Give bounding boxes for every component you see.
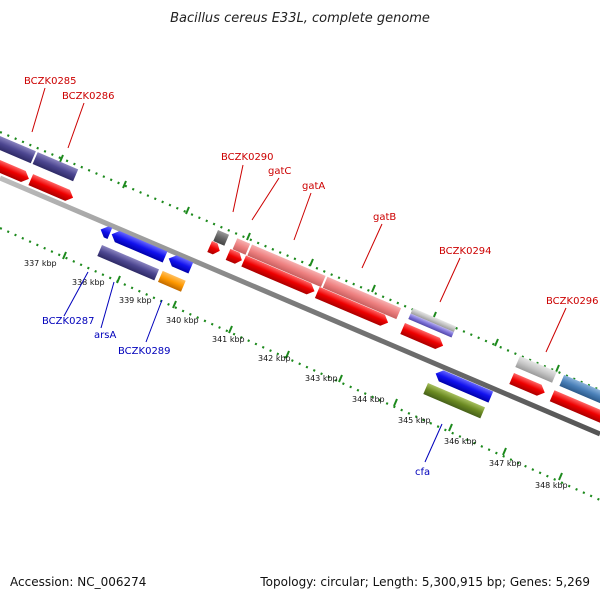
tick-label-340: 340 kbp xyxy=(166,316,199,325)
gene-arrow-blue-4[interactable] xyxy=(433,368,494,403)
map-title: Bacillus cereus E33L, complete genome xyxy=(170,11,430,26)
footer-accession: Accession: NC_006274 xyxy=(10,575,146,589)
gene-gatA[interactable] xyxy=(247,244,326,287)
gene-arrow-red-1[interactable] xyxy=(0,158,31,184)
tick-label-347: 347 kbp xyxy=(489,459,522,468)
tick-label-345: 345 kbp xyxy=(398,416,431,425)
label-gatB[interactable]: gatB xyxy=(373,212,396,223)
gene-cfa[interactable] xyxy=(423,383,486,419)
label-BCZK0287[interactable]: BCZK0287 xyxy=(42,316,95,327)
tick-label-341: 341 kbp xyxy=(212,335,245,344)
gene-BCZK0294-sub[interactable] xyxy=(408,313,454,338)
gene-arrow-red-3[interactable] xyxy=(207,241,222,256)
gene-BCZK0297[interactable] xyxy=(559,374,600,410)
label-gatC[interactable]: gatC xyxy=(268,166,291,177)
tick-labels: 337 kbp 338 kbp 339 kbp 340 kbp 341 kbp … xyxy=(24,259,568,490)
gene-arrow-red-5[interactable] xyxy=(241,255,317,297)
gene-labels-bottom: BCZK0287 arsA BCZK0289 cfa xyxy=(42,316,430,478)
genome-backbone xyxy=(0,175,600,437)
gene-BCZK0290[interactable] xyxy=(213,230,230,246)
gene-arrow-blue-1[interactable] xyxy=(98,224,113,239)
leader-lines xyxy=(31,87,567,463)
gene-BCZK0294[interactable] xyxy=(410,308,457,332)
label-gatA[interactable]: gatA xyxy=(302,181,325,192)
gene-arrow-blue-3[interactable] xyxy=(166,253,194,274)
inner-dotted-track xyxy=(0,226,600,502)
gene-arrow-red-7[interactable] xyxy=(400,323,445,351)
gene-gatB[interactable] xyxy=(322,276,402,320)
gene-labels-top: BCZK0285 BCZK0286 BCZK0290 gatC gatA gat… xyxy=(24,76,599,307)
gene-arrow-red-8[interactable] xyxy=(509,373,547,398)
tick-label-346: 346 kbp xyxy=(444,437,477,446)
gene-BCZK0286[interactable] xyxy=(32,152,79,182)
footer-summary: Topology: circular; Length: 5,300,915 bp… xyxy=(259,575,590,589)
gene-features xyxy=(0,134,600,429)
gene-arrow-red-2[interactable] xyxy=(28,174,75,203)
label-BCZK0294[interactable]: BCZK0294 xyxy=(439,246,492,257)
outer-dotted-track xyxy=(0,130,600,392)
gene-gatC[interactable] xyxy=(232,238,251,255)
tick-marks xyxy=(59,154,563,481)
tick-label-343: 343 kbp xyxy=(305,374,338,383)
label-BCZK0296[interactable]: BCZK0296 xyxy=(546,296,599,307)
tick-label-348: 348 kbp xyxy=(535,481,568,490)
label-BCZK0290[interactable]: BCZK0290 xyxy=(221,152,274,163)
gene-arrow-red-4[interactable] xyxy=(225,248,245,266)
gene-BCZK0289[interactable] xyxy=(158,270,186,292)
label-BCZK0285[interactable]: BCZK0285 xyxy=(24,76,77,87)
gene-arrow-red-6[interactable] xyxy=(314,286,391,328)
label-arsA[interactable]: arsA xyxy=(94,330,116,341)
gene-arrow-red-9[interactable] xyxy=(549,390,600,429)
label-cfa[interactable]: cfa xyxy=(415,467,430,478)
gene-BCZK0285[interactable] xyxy=(0,134,36,164)
tick-label-337: 337 kbp xyxy=(24,259,57,268)
gene-arsA[interactable] xyxy=(97,245,160,281)
gene-BCZK0296[interactable] xyxy=(515,356,557,383)
tick-label-338: 338 kbp xyxy=(72,278,105,287)
label-BCZK0289[interactable]: BCZK0289 xyxy=(118,346,171,357)
tick-label-344: 344 kbp xyxy=(352,395,385,404)
tick-label-342: 342 kbp xyxy=(258,354,291,363)
gene-arrow-blue-2[interactable] xyxy=(109,229,168,263)
label-BCZK0286[interactable]: BCZK0286 xyxy=(62,91,115,102)
tick-label-339: 339 kbp xyxy=(119,296,152,305)
